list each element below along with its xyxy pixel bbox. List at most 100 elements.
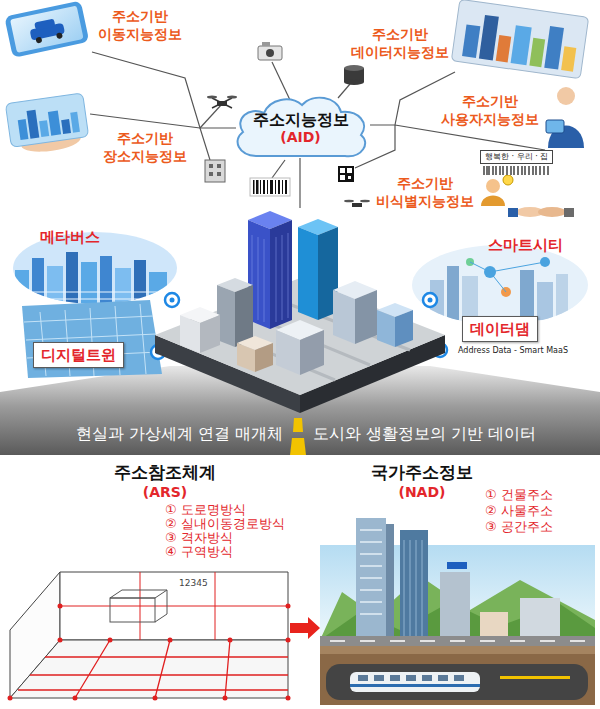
barcode-icon: [256, 180, 259, 194]
user-icon: [546, 87, 584, 148]
barcode-strip: [484, 166, 548, 175]
cloud-lines: [200, 128, 210, 160]
grid-number: 12345: [178, 578, 209, 588]
city-buildings: [298, 227, 318, 320]
storage-icon: [344, 79, 364, 85]
nad-illustration: [358, 675, 368, 681]
digital-twin-image: [22, 300, 162, 378]
nad-illustration: [520, 598, 560, 640]
node-text: 주소지능정보: [253, 110, 349, 129]
nad-illustration: [406, 675, 416, 681]
nad-illustration: [350, 684, 480, 687]
smartcity-bubble: [412, 245, 588, 325]
ring-icons: [423, 293, 437, 307]
city-buildings: [235, 285, 253, 347]
handshake-icon: [564, 208, 574, 217]
nad-illustration: [350, 672, 480, 692]
hand-phone-icon: [18, 119, 29, 140]
grid-illustration: [58, 604, 63, 609]
area-label: 스마트시티: [488, 236, 563, 254]
city-buildings: [355, 290, 377, 344]
camera-icon: [258, 42, 282, 60]
handshake-icon: [508, 208, 518, 217]
smartcity-bubble: [520, 270, 534, 320]
node-text: 데이터댐: [470, 320, 530, 338]
camera-icon: [262, 42, 270, 46]
metaverse-bubble: [32, 258, 44, 308]
caption-text: Address Data - Smart MaaS: [456, 346, 570, 356]
cloud-lines: [272, 160, 285, 178]
cloud-lines: [338, 84, 350, 98]
metaverse-bubble: [47, 266, 63, 310]
city-buildings: [395, 310, 413, 347]
city-tablet-icon: [544, 26, 564, 70]
grid-illustration: [8, 572, 291, 701]
hand-phone-icon: [27, 110, 40, 139]
phone-car-icon: [4, 1, 89, 58]
road: [290, 438, 306, 455]
phone-car-icon: [56, 32, 63, 39]
grid-illustration: [60, 572, 288, 640]
list-item: ① 도로명방식: [165, 503, 246, 518]
camera-icon: [258, 46, 282, 60]
nad-illustration: [404, 540, 422, 636]
grid-illustration: [286, 638, 291, 643]
nad-illustration: [360, 530, 382, 614]
panel-heading: 주소참조체계: [65, 462, 265, 482]
grid-illustration: [286, 604, 291, 609]
handshake-icon: [538, 207, 566, 217]
smartcity-bubble: [556, 274, 568, 320]
grid-illustration: [8, 604, 291, 701]
ars-panel: 주소참조체계(ARS)① 도로명방식② 실내이동경로방식③ 격자방식④ 구역방식: [5, 458, 290, 705]
grid-illustration: [110, 598, 155, 622]
storage-icon: [344, 65, 364, 71]
barcode-icon: [250, 178, 290, 196]
cloud-lines: [90, 52, 545, 208]
cloud-node: 주소지능정보(AID): [228, 92, 373, 164]
city-buildings: [180, 315, 200, 353]
city-tablet-icon: [451, 0, 588, 79]
cloud-outline: [238, 98, 366, 157]
barcode-icon: [270, 180, 273, 194]
barcode-strip: [482, 166, 552, 175]
grid-illustration: [110, 590, 167, 598]
qr-icon: [338, 166, 354, 182]
barcode-icon: [250, 178, 290, 196]
building-icon: [217, 172, 221, 176]
city-buildings: [377, 310, 395, 347]
road-text: 도시와 생활정보의 기반 데이터: [313, 424, 536, 443]
barcode-icon: [285, 180, 287, 194]
ring-icons: [165, 293, 179, 307]
drone-icon: [212, 98, 232, 108]
list-item: ② 사물주소: [485, 504, 553, 519]
smartcity-bubble: [537, 282, 553, 320]
area-label: 메타버스: [40, 228, 100, 246]
city-tablet-icon: [479, 15, 499, 61]
metaverse-bubble: [15, 270, 29, 310]
qr-icon: [347, 168, 352, 173]
nad-illustration: [438, 675, 448, 681]
barcode-icon: [263, 180, 265, 194]
nad-illustration: [447, 562, 467, 569]
hand-phone-icon: [61, 119, 71, 134]
qr-icon: [338, 166, 354, 182]
person-question-icon: [486, 179, 500, 193]
grid-illustration: [153, 696, 158, 701]
label-box: 디지털트윈: [33, 342, 124, 368]
city-buildings: [200, 315, 220, 353]
city-buildings: [252, 233, 288, 322]
city-buildings: [270, 220, 292, 329]
smartcity-bubble: [462, 276, 478, 320]
qr-icon: [340, 168, 345, 173]
metaverse-bubble: [66, 252, 78, 310]
barcode-icon: [253, 180, 255, 194]
storage-icon: [344, 65, 364, 85]
building-icon: [205, 160, 225, 182]
city-buildings: [300, 330, 324, 375]
cloud-lines: [90, 114, 200, 128]
city-buildings: [333, 290, 355, 344]
digital-twin-image: [24, 304, 159, 376]
grid-illustration: [155, 590, 167, 622]
smartcity-bubble: [430, 257, 568, 320]
